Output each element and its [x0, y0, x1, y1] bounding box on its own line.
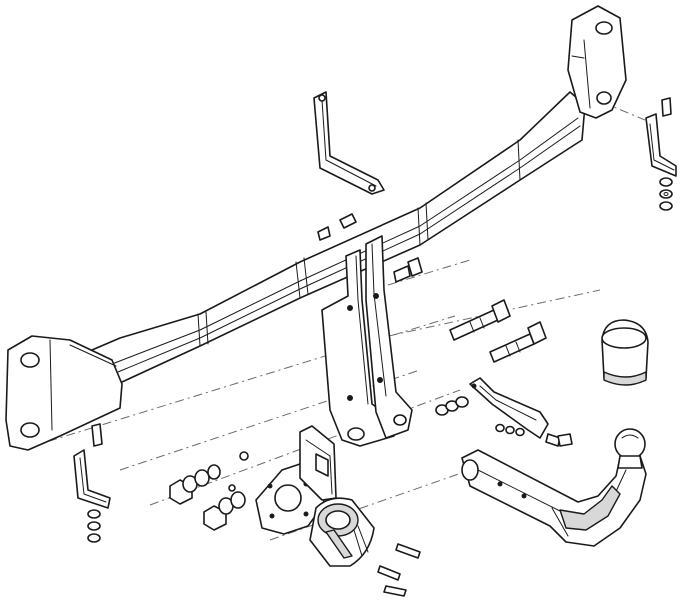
bolt-hole — [20, 422, 40, 438]
bolt-hole — [595, 21, 613, 35]
screw — [383, 585, 407, 597]
bolt-hole — [20, 352, 40, 368]
nuts-and-washers — [169, 451, 249, 531]
screws — [377, 543, 421, 597]
center-bracket — [321, 235, 413, 447]
tow-ball — [614, 428, 646, 469]
pivot-hole — [347, 427, 365, 441]
mounting-bolts — [393, 257, 547, 363]
bolt — [489, 321, 547, 363]
bolt — [449, 299, 511, 341]
screw — [661, 97, 672, 117]
left-mounting-plate — [5, 335, 123, 451]
screw — [545, 433, 561, 447]
crossbar — [91, 91, 586, 393]
washers — [87, 509, 101, 543]
right-mounting-plate — [567, 5, 627, 119]
cable-holder-bracket — [435, 377, 573, 447]
tow-ball-cover-cap — [601, 319, 649, 386]
socket-plate — [255, 425, 337, 535]
screw — [91, 423, 103, 447]
right-side-bracket — [645, 97, 677, 211]
top-support-bracket — [313, 91, 385, 195]
bolt — [393, 257, 423, 283]
screw — [377, 565, 401, 581]
tow-ball-neck — [461, 449, 647, 547]
left-side-bracket — [73, 423, 111, 543]
bolt-hole — [596, 91, 612, 105]
pivot-hole — [393, 414, 407, 426]
washers — [435, 396, 525, 437]
electrical-socket — [309, 497, 375, 567]
screw — [395, 543, 421, 559]
washers — [659, 177, 673, 211]
